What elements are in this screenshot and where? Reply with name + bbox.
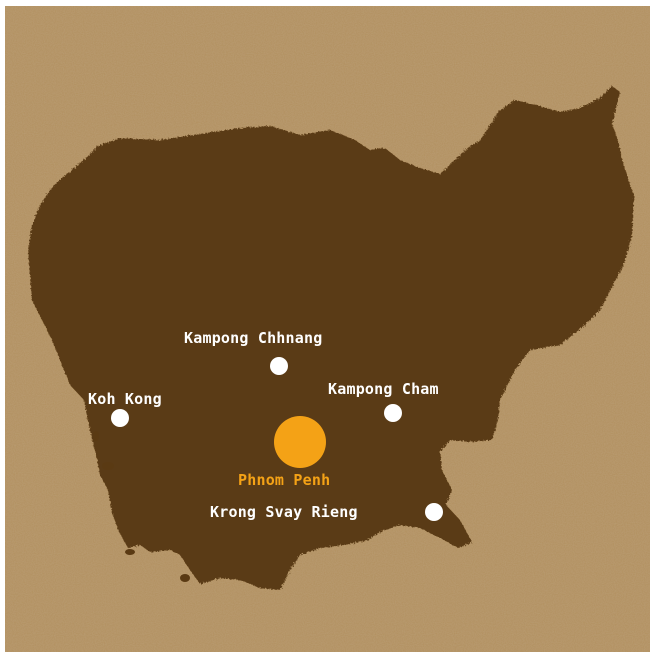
city-dot-kampong-cham [384,404,402,422]
island-1 [102,462,114,470]
capital-marker-phnom-penh [274,416,326,468]
cambodia-country-shape [28,86,634,590]
city-dot-kampong-chhnang [270,357,288,375]
city-label-koh-kong: Koh Kong [88,390,162,408]
island-2 [125,549,135,555]
city-dot-koh-kong [111,409,129,427]
city-dot-krong-svay-rieng [425,503,443,521]
city-label-krong-svay-rieng: Krong Svay Rieng [210,503,358,521]
city-label-kampong-chhnang: Kampong Chhnang [184,329,323,347]
island-4 [93,431,99,441]
island-3 [180,574,190,582]
city-label-kampong-cham: Kampong Cham [328,380,439,398]
city-label-phnom-penh: Phnom Penh [238,471,331,489]
